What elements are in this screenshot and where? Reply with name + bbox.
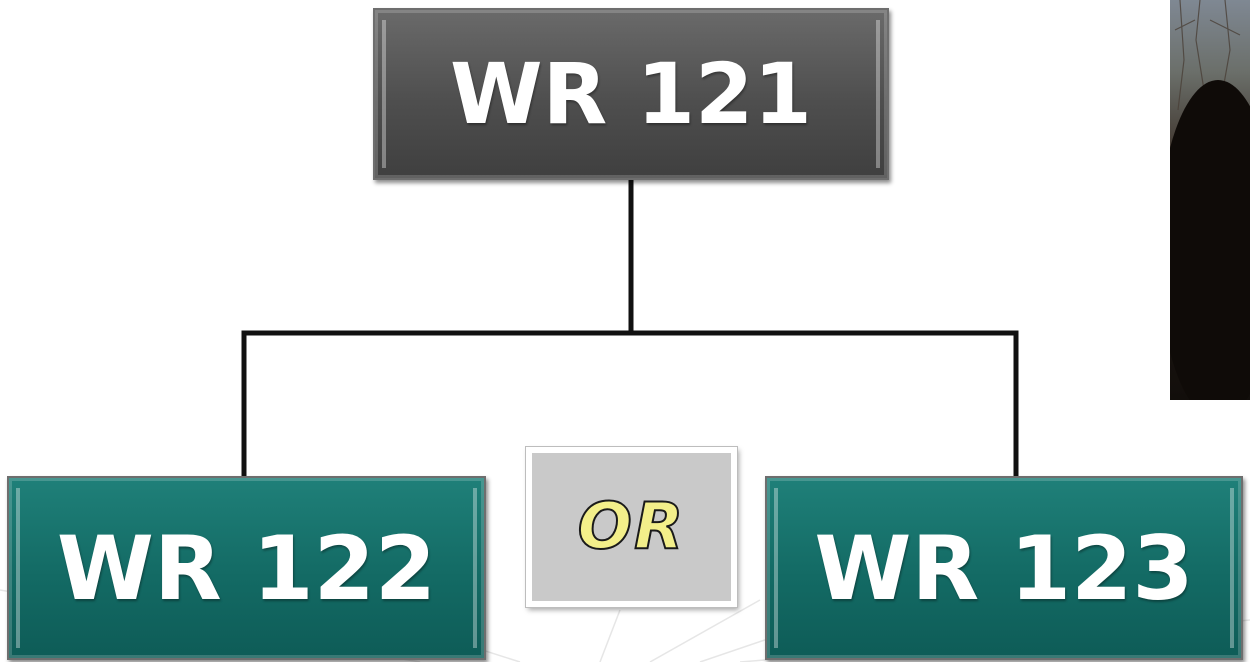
course-label-wr121: WR 121 [450, 45, 812, 143]
photo-thumbnail [1170, 0, 1250, 400]
course-label-wr123: WR 123 [814, 516, 1194, 620]
course-box-wr123: WR 123 [765, 476, 1243, 660]
or-label: OR [577, 489, 686, 565]
course-label-wr122: WR 122 [56, 516, 437, 620]
course-box-wr121: WR 121 [373, 8, 889, 180]
photo-image [1170, 0, 1250, 400]
or-connector-box: OR [526, 447, 737, 607]
course-box-wr122: WR 122 [7, 476, 486, 660]
